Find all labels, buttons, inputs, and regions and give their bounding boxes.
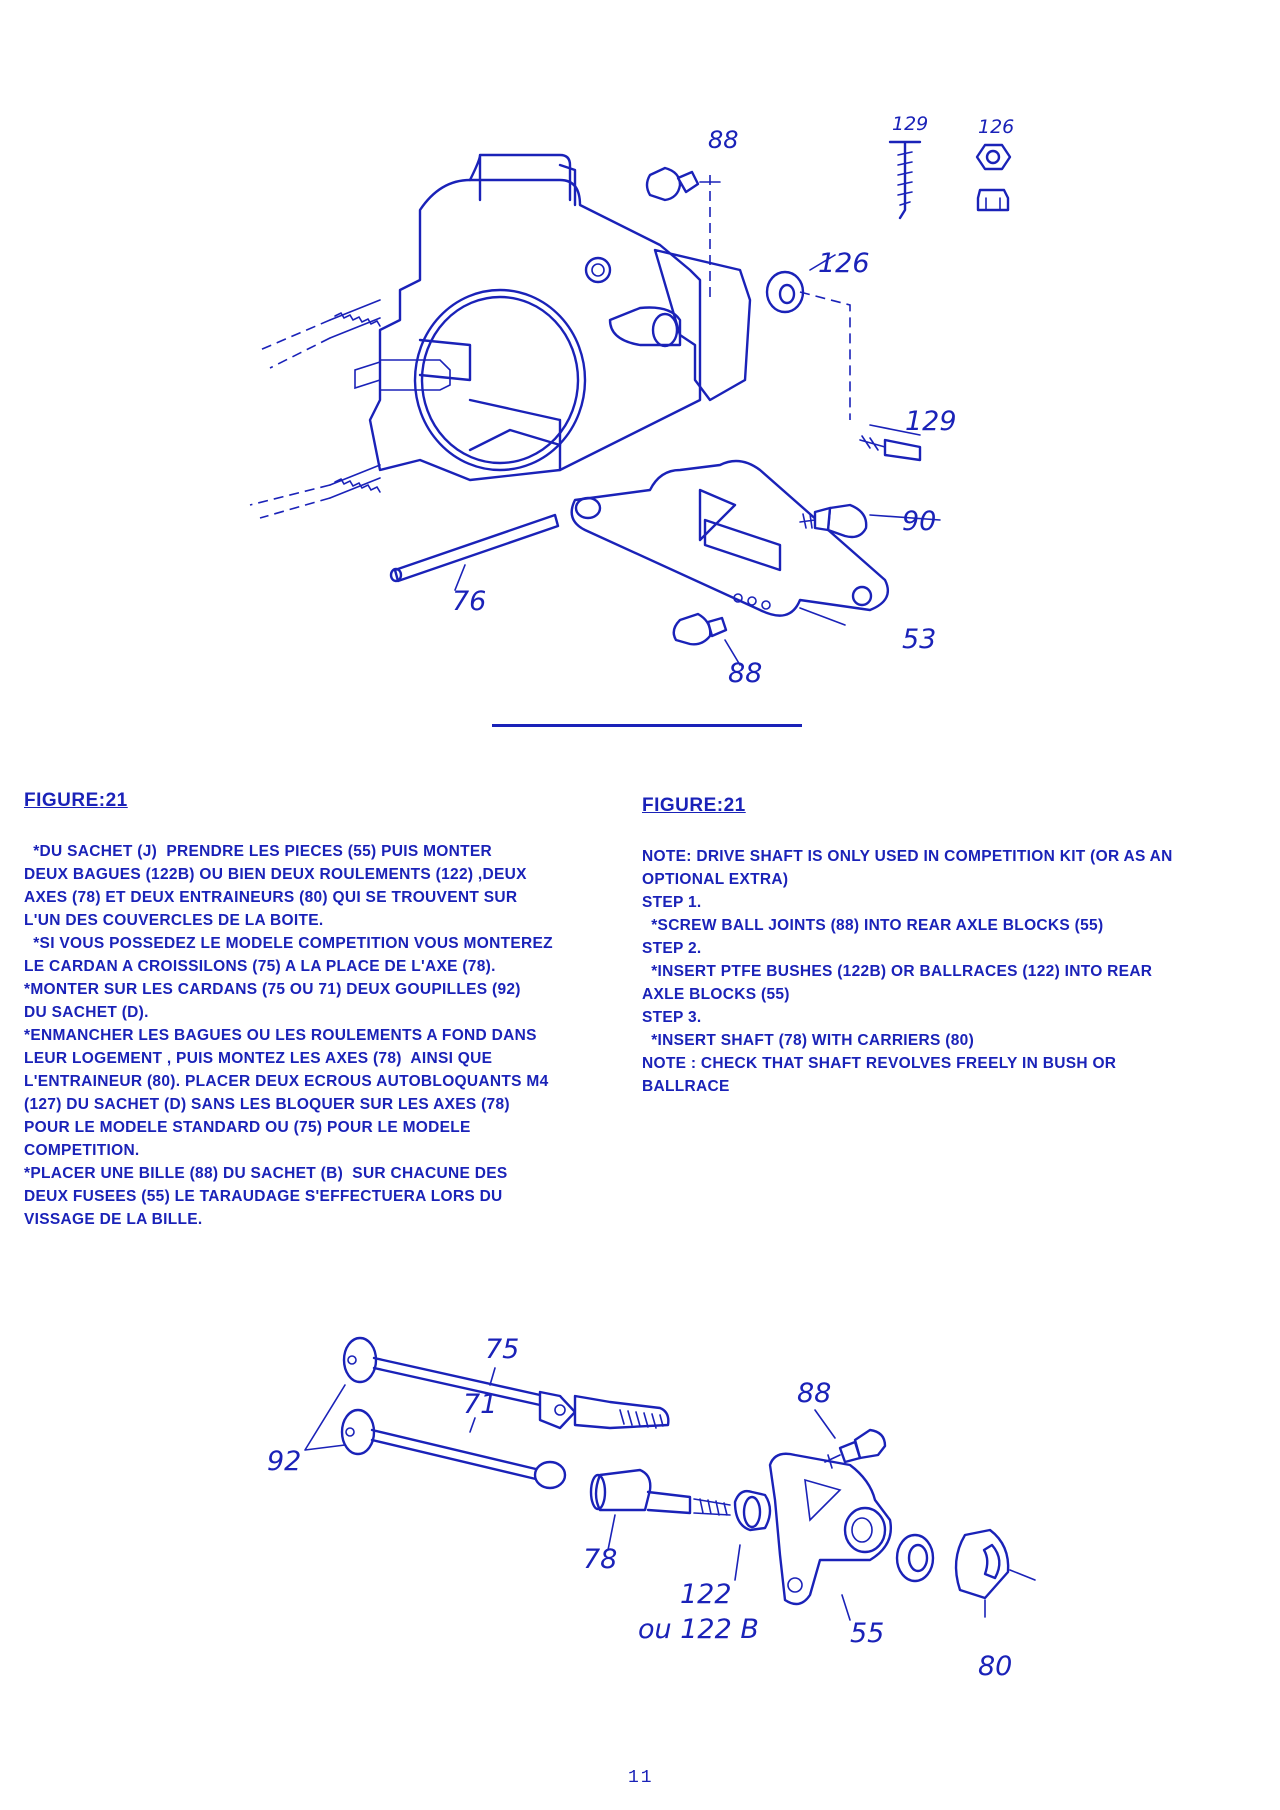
screw-129-icon [888, 140, 922, 220]
text-line: POUR LE MODELE STANDARD OU (75) POUR LE … [24, 1119, 471, 1136]
callout-71: 71 [463, 1389, 497, 1420]
nut-126-icon [975, 143, 1012, 212]
callout-76: 76 [452, 586, 486, 617]
callout-88-top: 88 [708, 126, 739, 154]
suspension-arm-53 [570, 459, 890, 617]
text-line: *INSERT SHAFT (78) WITH CARRIERS (80) [642, 1032, 975, 1049]
text-line: *SCREW BALL JOINTS (88) INTO REAR AXLE B… [642, 917, 1104, 934]
text-line: *INSERT PTFE BUSHES (122B) OR BALLRACES … [642, 963, 1153, 980]
callout-129-middle: 129 [905, 406, 957, 437]
section-divider [492, 724, 802, 727]
text-line: VISSAGE DE LA BILLE. [24, 1211, 203, 1228]
drive-shaft-71 [340, 1408, 567, 1490]
callout-80: 80 [978, 1651, 1012, 1682]
callout-88-bottom: 88 [728, 658, 762, 689]
screw-129-middle [859, 435, 922, 462]
right-figure-heading: FIGURE:21 [642, 795, 746, 816]
bush-122 [733, 1489, 772, 1532]
text-line: *SI VOUS POSSEDEZ LE MODELE COMPETITION … [24, 935, 553, 952]
text-line: *ENMANCHER LES BAGUES OU LES ROULEMENTS … [24, 1027, 537, 1044]
text-line: (127) DU SACHET (D) SANS LES BLOQUER SUR… [24, 1096, 510, 1113]
callout-92: 92 [267, 1446, 301, 1477]
text-line: DEUX BAGUES (122B) OU BIEN DEUX ROULEMEN… [24, 866, 527, 883]
ball-joint-88 [824, 1428, 887, 1469]
text-line: COMPETITION. [24, 1142, 140, 1159]
text-line: *MONTER SUR LES CARDANS (75 OU 71) DEUX … [24, 981, 521, 998]
axle-block-55 [768, 1452, 892, 1606]
right-english-instructions: NOTE: DRIVE SHAFT IS ONLY USED IN COMPET… [642, 845, 1262, 1098]
gearbox-housing [249, 153, 752, 519]
bottom-exploded-diagram: 75 71 92 88 78 122 ou 122 B 55 80 [267, 1334, 1036, 1682]
ball-joint-88-bottom [672, 612, 728, 646]
leader-line [454, 254, 941, 666]
callout-78: 78 [583, 1544, 617, 1575]
callout-122b: ou 122 B [638, 1614, 759, 1645]
text-line: DU SACHET (D). [24, 1004, 149, 1021]
text-line: DEUX FUSEES (55) LE TARAUDAGE S'EFFECTUE… [24, 1188, 503, 1205]
text-line: AXES (78) ET DEUX ENTRAINEURS (80) QUI S… [24, 889, 518, 906]
text-line: *DU SACHET (J) PRENDRE LES PIECES (55) P… [24, 843, 493, 860]
text-line: STEP 2. [642, 940, 702, 957]
callout-126-top: 126 [978, 116, 1014, 138]
carrier-80 [954, 1528, 1036, 1600]
callout-75: 75 [485, 1334, 519, 1365]
text-line: LEUR LOGEMENT , PUIS MONTEZ LES AXES (78… [24, 1050, 493, 1067]
page-number: 11 [628, 1768, 654, 1788]
callout-129-top: 129 [892, 113, 928, 135]
left-figure-heading: FIGURE:21 [24, 790, 128, 811]
left-french-instructions: *DU SACHET (J) PRENDRE LES PIECES (55) P… [24, 840, 614, 1231]
pin-76 [389, 513, 560, 583]
text-line: BALLRACE [642, 1078, 730, 1095]
callout-126-middle: 126 [818, 248, 870, 279]
ball-joint-88-top [645, 166, 721, 300]
text-line: AXLE BLOCKS (55) [642, 986, 790, 1003]
callout-88: 88 [797, 1378, 831, 1409]
ball-joint-90 [799, 503, 868, 539]
callout-55: 55 [850, 1618, 884, 1649]
text-line: *PLACER UNE BILLE (88) DU SACHET (B) SUR… [24, 1165, 508, 1182]
text-line: STEP 3. [642, 1009, 702, 1026]
top-exploded-diagram: 88 129 126 126 129 90 76 53 88 [249, 113, 1014, 689]
text-line: OPTIONAL EXTRA) [642, 871, 789, 888]
text-line: NOTE: DRIVE SHAFT IS ONLY USED IN COMPET… [642, 848, 1173, 865]
text-line: LE CARDAN A CROISSILONS (75) A LA PLACE … [24, 958, 496, 975]
axle-78 [589, 1468, 731, 1516]
drive-shaft-75 [342, 1336, 670, 1430]
callout-122: 122 [680, 1579, 732, 1610]
text-line: STEP 1. [642, 894, 702, 911]
callout-90: 90 [902, 506, 936, 537]
nut-126-middle [765, 270, 851, 420]
callout-53: 53 [902, 624, 936, 655]
text-line: L'ENTRAINEUR (80). PLACER DEUX ECROUS AU… [24, 1073, 549, 1090]
text-line: L'UN DES COUVERCLES DE LA BOITE. [24, 912, 324, 929]
leader-line [304, 1367, 986, 1621]
text-line: NOTE : CHECK THAT SHAFT REVOLVES FREELY … [642, 1055, 1117, 1072]
bush-122-outer [895, 1533, 935, 1583]
